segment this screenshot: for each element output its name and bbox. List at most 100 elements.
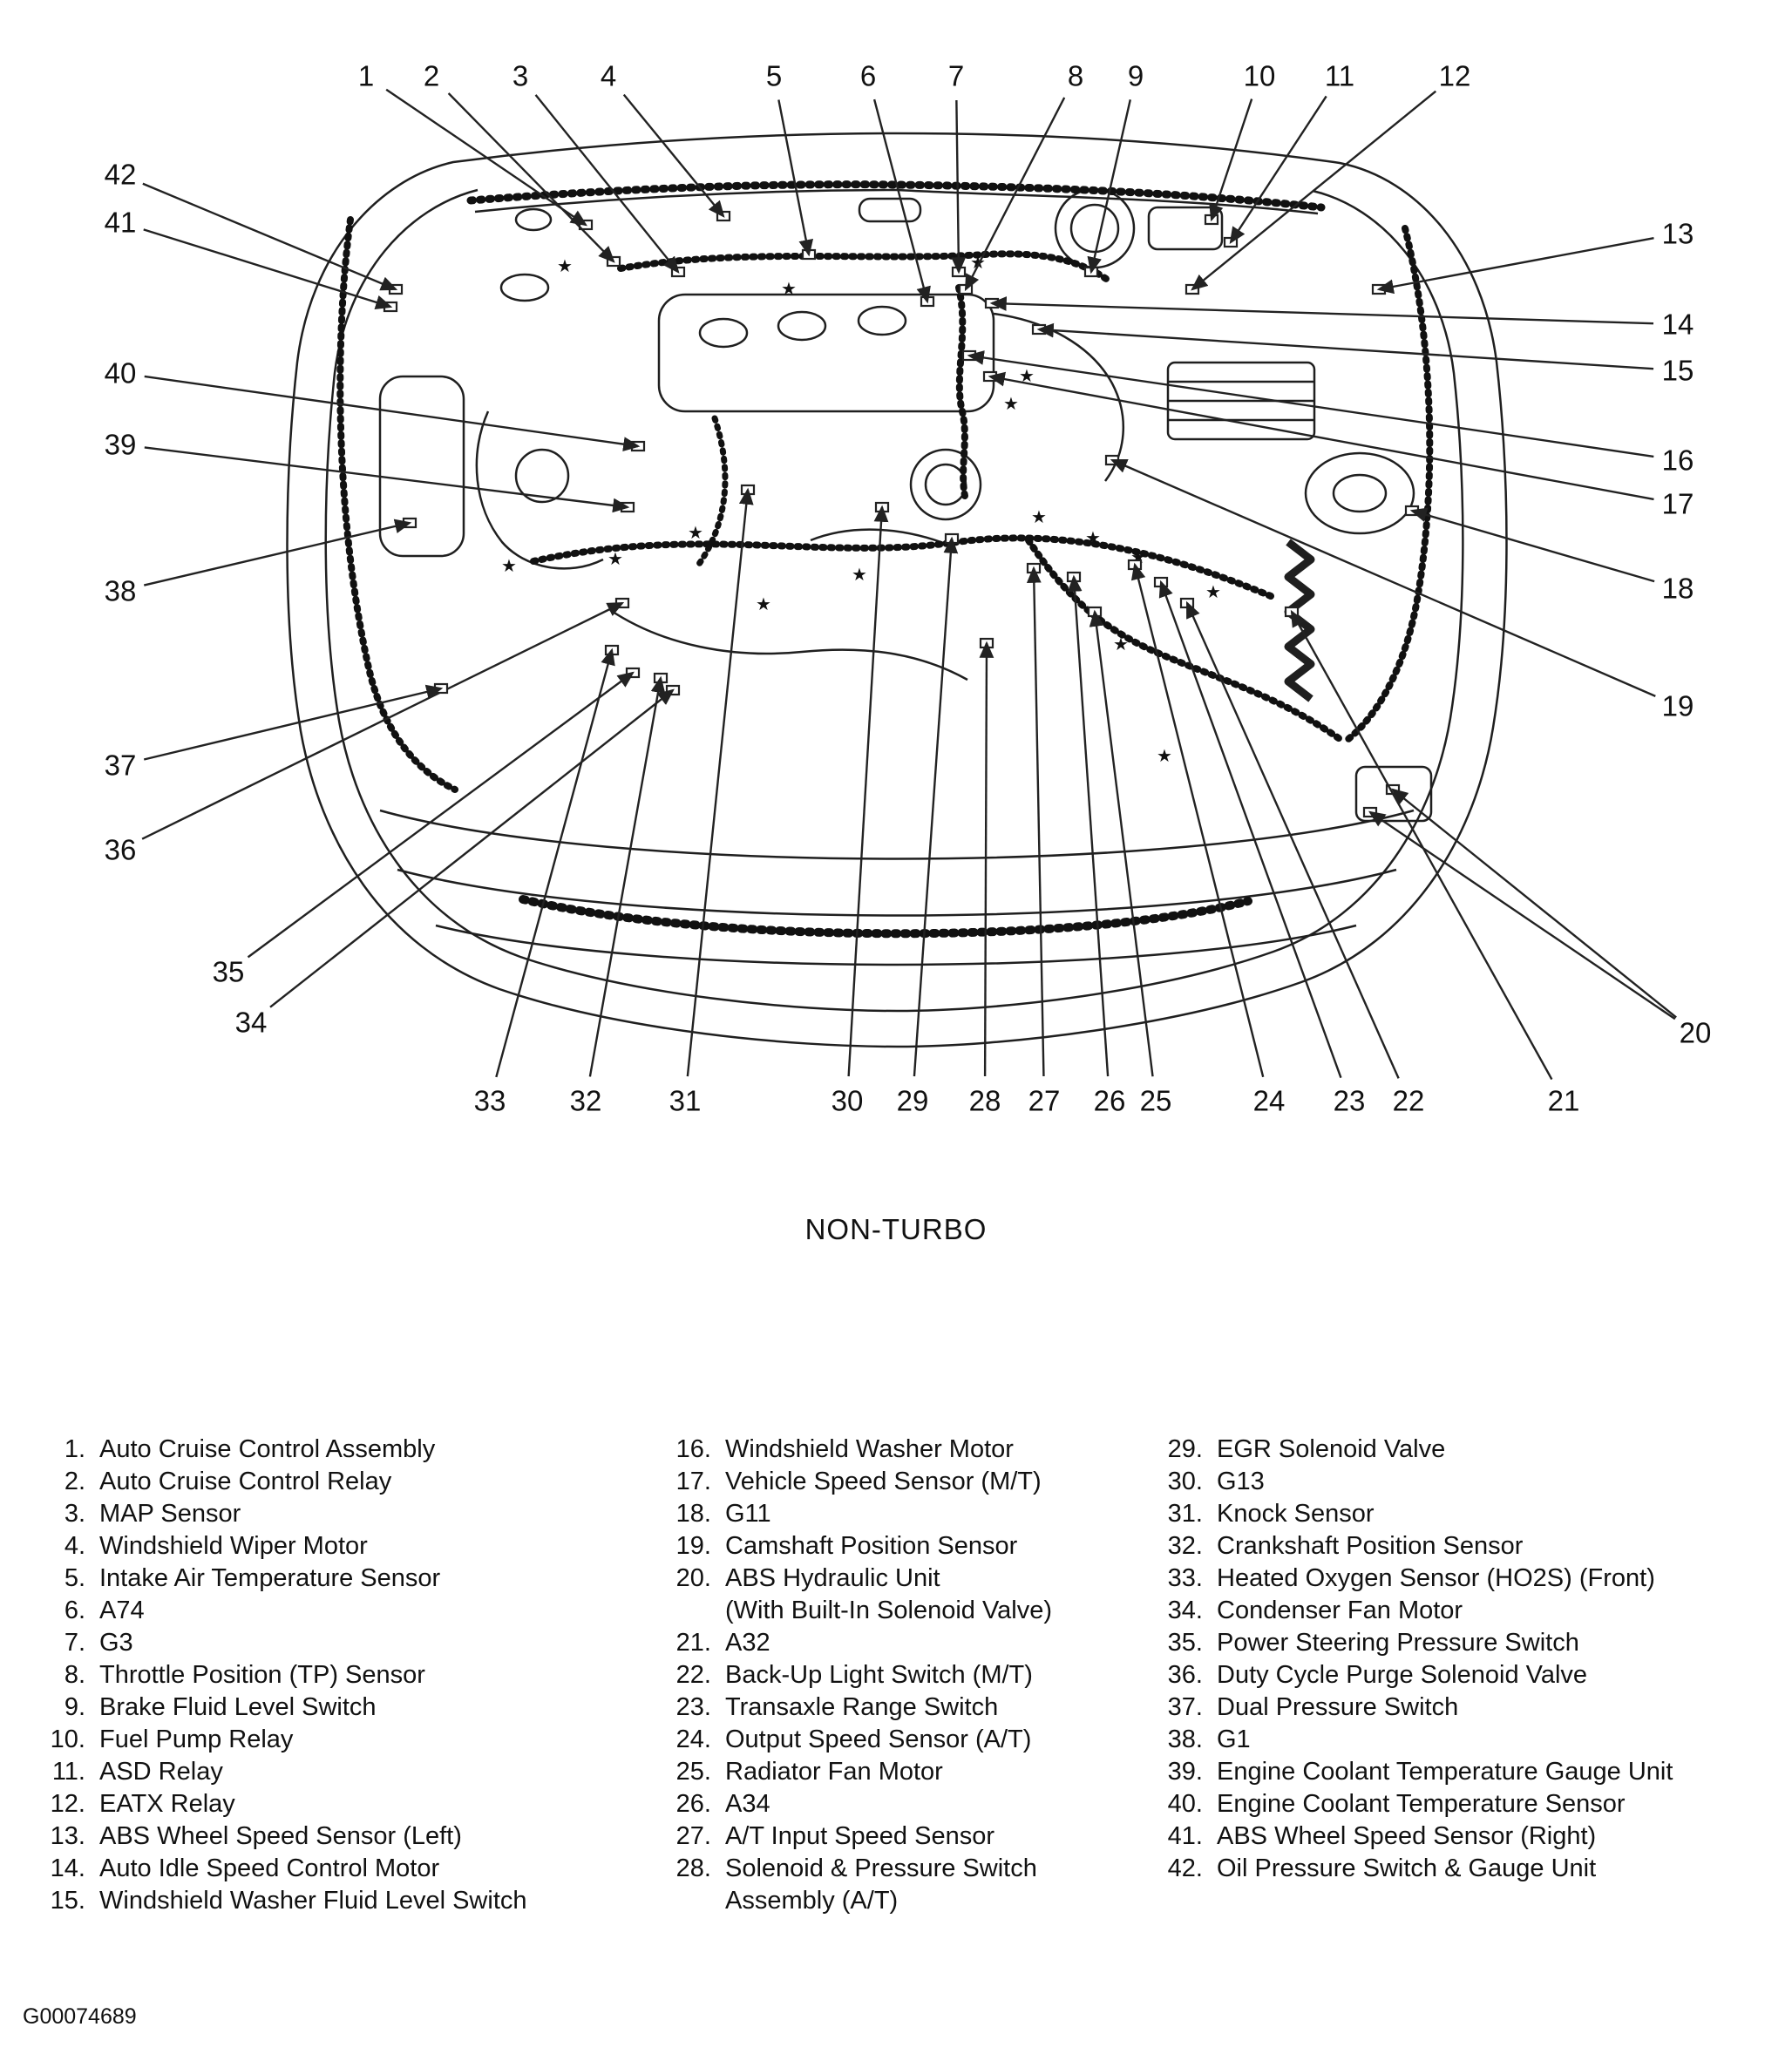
leader-line-6 [872,98,931,304]
fascia-arc-3 [435,924,1357,966]
legend-item-label: Brake Fluid Level Switch [99,1693,377,1721]
legend-item-label: ASD Relay [99,1758,223,1786]
callout-18: 18 [1662,573,1694,605]
legend-item-number: 2. [64,1468,85,1495]
transaxle-outline [475,410,604,570]
legend-item-label: Condenser Fan Motor [1217,1597,1463,1624]
callout-14: 14 [1662,308,1694,341]
legend-item-label: Engine Coolant Temperature Gauge Unit [1217,1758,1673,1786]
callout-3: 3 [512,60,528,92]
callout-21: 21 [1548,1085,1580,1117]
fascia-arc-2 [397,868,1397,917]
star-icon: ★ [688,522,703,543]
leader-line-1 [385,88,587,227]
left-grommet-2 [514,207,553,232]
legend-item-number: 18. [675,1500,711,1528]
legend-item: 21.A32 [661,1627,1149,1659]
callout-12: 12 [1439,60,1471,92]
leader-line-30 [847,505,889,1077]
legend-item-label: ABS Wheel Speed Sensor (Left) [99,1822,462,1850]
legend-item-number: 34. [1167,1597,1203,1624]
callout-16: 16 [1662,444,1694,477]
legend-item: 6.A74 [35,1595,636,1627]
leader-line-19 [1110,458,1656,697]
legend-item-label: Radiator Fan Motor [725,1758,943,1786]
legend-item-number: 39. [1167,1758,1203,1786]
star-icon: ★ [557,255,573,276]
legend-item: 30.G13 [1152,1466,1775,1498]
legend-item-label: Throttle Position (TP) Sensor [99,1661,425,1689]
callout-26: 26 [1094,1085,1126,1117]
engine-art [286,132,1508,1048]
leader-line-25 [1089,609,1154,1077]
leader-line-41 [143,228,393,309]
legend-item-number: 13. [50,1822,85,1850]
legend-item: 1.Auto Cruise Control Assembly [35,1434,636,1466]
callout-37: 37 [105,749,137,782]
legend-item-label: G11 [725,1500,771,1528]
legend-item-number: 17. [675,1468,711,1495]
callout-6: 6 [860,60,876,92]
callout-5: 5 [766,60,782,92]
legend-item: 14.Auto Idle Speed Control Motor [35,1853,636,1885]
leader-line-12 [1191,90,1437,291]
harness-left-side [336,216,458,793]
legend-item: 10.Fuel Pump Relay [35,1724,636,1756]
harness-left-branch [694,415,729,570]
callout-24: 24 [1253,1085,1286,1117]
plug-well-3 [857,305,907,336]
legend-item-number: 19. [675,1532,711,1560]
leader-line-17 [988,371,1654,501]
callout-7: 7 [948,60,964,92]
legend-item-label: Fuel Pump Relay [99,1725,294,1753]
harness-layer [336,180,1434,939]
callout-23: 23 [1334,1085,1366,1117]
callout-17: 17 [1662,488,1694,520]
legend-item: 38.G1 [1152,1724,1775,1756]
legend-item-number: 25. [675,1758,711,1786]
star-icon: ★ [1003,393,1019,414]
legend-item-label: A/T Input Speed Sensor [725,1822,995,1850]
figure-id: G00074689 [23,2004,137,2029]
harness-right-side [1341,225,1434,746]
legend-item: 40.Engine Coolant Temperature Sensor [1152,1788,1775,1820]
body-outline-inner [324,188,1464,1013]
legend-item-number: 33. [1167,1564,1203,1592]
legend-item-number: 14. [50,1854,85,1882]
legend-item: 15.Windshield Washer Fluid Level Switch [35,1885,636,1917]
legend-item: 32.Crankshaft Position Sensor [1152,1530,1775,1563]
leader-line-38 [143,519,412,586]
legend-item: 12.EATX Relay [35,1788,636,1820]
callout-29: 29 [897,1085,929,1117]
callout-30: 30 [832,1085,864,1117]
legend-item: 39. Engine Coolant Temperature Gauge Unit [1152,1756,1775,1788]
star-icon: ★ [1205,581,1221,602]
legend-item-label: Auto Cruise Control Assembly [99,1435,436,1463]
callout-27: 27 [1028,1085,1061,1117]
leader-line-5 [777,99,814,257]
legend-item-label: Duty Cycle Purge Solenoid Valve [1217,1661,1588,1689]
body-outline-outer [286,132,1508,1048]
legend-item-number: 35. [1167,1629,1203,1657]
legend-item-number: 7. [64,1629,85,1657]
leader-line-2 [447,92,615,263]
callout-38: 38 [105,575,137,607]
star-marks: ★ ★ ★ ★ ★ ★ ★ ★ ★ ★ ★ ★ ★ ★ ★ ★ [501,252,1221,766]
leader-line-29 [913,536,959,1077]
legend-item-number: 16. [675,1435,711,1463]
leader-line-14 [989,296,1654,325]
leader-line-32 [588,675,666,1077]
legend-item: 41.ABS Wheel Speed Sensor (Right) [1152,1820,1775,1853]
legend-item-label: Auto Cruise Control Relay [99,1468,392,1495]
legend-item-number: 36. [1167,1661,1203,1689]
hood-latch [858,197,922,223]
legend-item-label: A74 [99,1597,145,1624]
leader-line-34 [269,688,675,1008]
legend-item-label: ABS Hydraulic Unit(With Built-In Solenoi… [725,1564,1053,1624]
legend-item-number: 27. [675,1822,711,1850]
callout-40: 40 [105,357,137,390]
star-icon: ★ [1157,745,1172,766]
legend-item-number: 40. [1167,1790,1203,1818]
